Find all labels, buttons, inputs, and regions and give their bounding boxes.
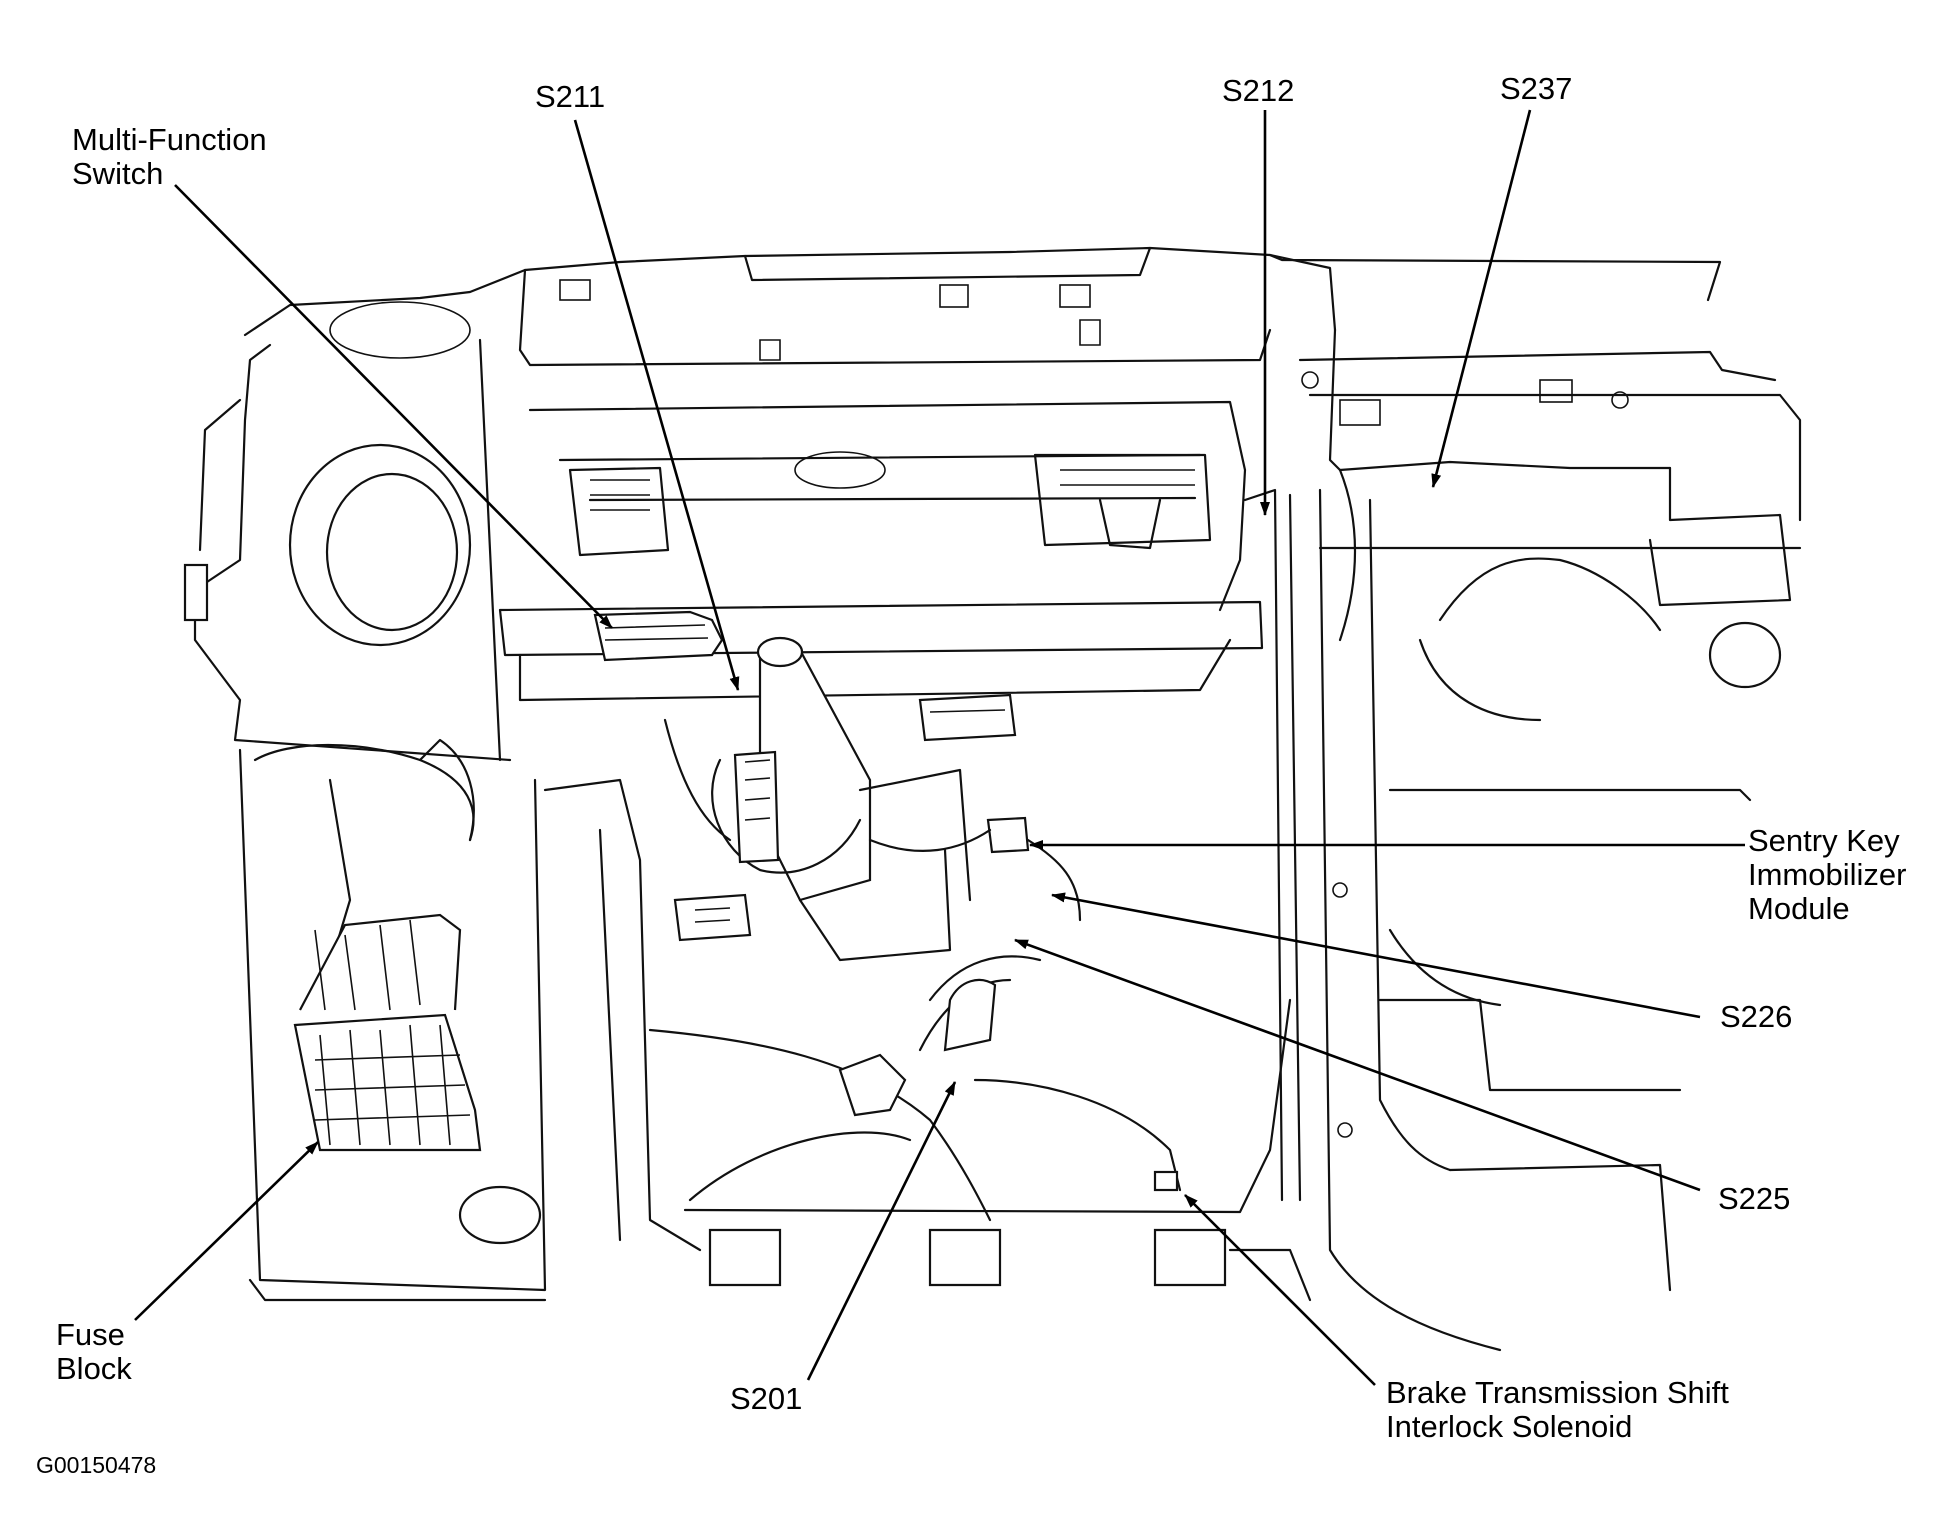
leader-multi-function-switch	[174, 184, 613, 629]
label-multi-function-switch-line1: Multi-Function	[72, 122, 267, 157]
label-btsi-solenoid-line2: Interlock Solenoid	[1386, 1409, 1633, 1444]
label-sentry-key-immobilizer-module: Sentry Key Immobilizer Module	[1748, 824, 1906, 926]
label-multi-function-switch: Multi-Function Switch	[72, 123, 267, 191]
label-fuse-block-line2: Block	[56, 1351, 132, 1386]
label-s211: S211	[535, 79, 606, 114]
label-s212: S212	[1222, 73, 1295, 108]
label-multi-function-switch-line2: Switch	[72, 156, 164, 191]
label-sentry-key-line2: Immobilizer	[1748, 857, 1907, 892]
label-s237: S237	[1500, 71, 1573, 106]
label-s225: S225	[1718, 1181, 1791, 1216]
label-sentry-key-line1: Sentry Key	[1748, 823, 1900, 858]
leader-s211	[573, 119, 740, 691]
label-s226: S226	[1720, 999, 1793, 1034]
label-s201: S201	[730, 1381, 803, 1416]
label-fuse-block: Fuse Block	[56, 1318, 132, 1386]
leader-s201	[806, 1081, 957, 1381]
leader-s226	[1051, 892, 1701, 1019]
label-sentry-key-line3: Module	[1748, 891, 1850, 926]
label-btsi-solenoid-line1: Brake Transmission Shift	[1386, 1375, 1729, 1410]
leader-s237	[1431, 109, 1532, 488]
leader-btsi-solenoid	[1184, 1194, 1376, 1386]
label-fuse-block-line1: Fuse	[56, 1317, 125, 1352]
label-btsi-solenoid: Brake Transmission Shift Interlock Solen…	[1386, 1376, 1729, 1444]
figure-id: G00150478	[36, 1452, 157, 1478]
leader-s225	[1014, 938, 1701, 1192]
leader-lines	[134, 109, 1745, 1386]
instrument-panel-drawing	[183, 246, 1802, 1352]
leader-fuse-block	[134, 1141, 319, 1321]
